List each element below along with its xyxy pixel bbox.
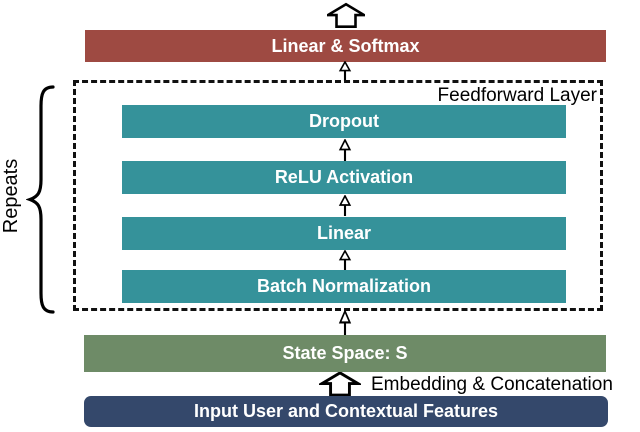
arrow-relu-to-dropout-icon	[338, 139, 352, 161]
layer-box-linear: Linear	[122, 217, 566, 250]
arrow-feedforward-to-output-icon	[338, 61, 352, 81]
feedforward-group-label: Feedforward Layer	[437, 85, 597, 106]
layer-box-label: Batch Normalization	[256, 276, 432, 296]
layer-box-label: ReLU Activation	[274, 167, 414, 187]
layer-box-dropout: Dropout	[122, 105, 566, 138]
arrow-batchnorm-to-linear-icon	[338, 250, 352, 270]
arrow-linear-to-relu-icon	[338, 195, 352, 216]
output-box-label: Linear & Softmax	[271, 36, 420, 56]
state-space-box-label: State Space: S	[282, 343, 408, 363]
repeats-label: Repeats	[0, 158, 22, 234]
layer-box-batchnorm: Batch Normalization	[122, 270, 566, 303]
layer-box-label: Dropout	[309, 111, 379, 131]
arrow-state-to-feedforward-icon	[338, 310, 352, 336]
input-box-label: Input User and Contextual Features	[193, 401, 499, 421]
layer-box-label: Linear	[316, 223, 372, 243]
embedding-label: Embedding & Concatenation	[371, 374, 613, 395]
feedforward-group-frame	[73, 80, 603, 311]
repeats-brace-icon	[26, 84, 56, 315]
layer-box-relu: ReLU Activation	[122, 161, 566, 194]
output-up-arrow-icon	[327, 2, 365, 29]
state-space-box: State Space: S	[84, 335, 606, 372]
output-box: Linear & Softmax	[85, 30, 606, 62]
embedding-up-arrow-icon	[319, 372, 361, 396]
input-box: Input User and Contextual Features	[84, 396, 608, 427]
